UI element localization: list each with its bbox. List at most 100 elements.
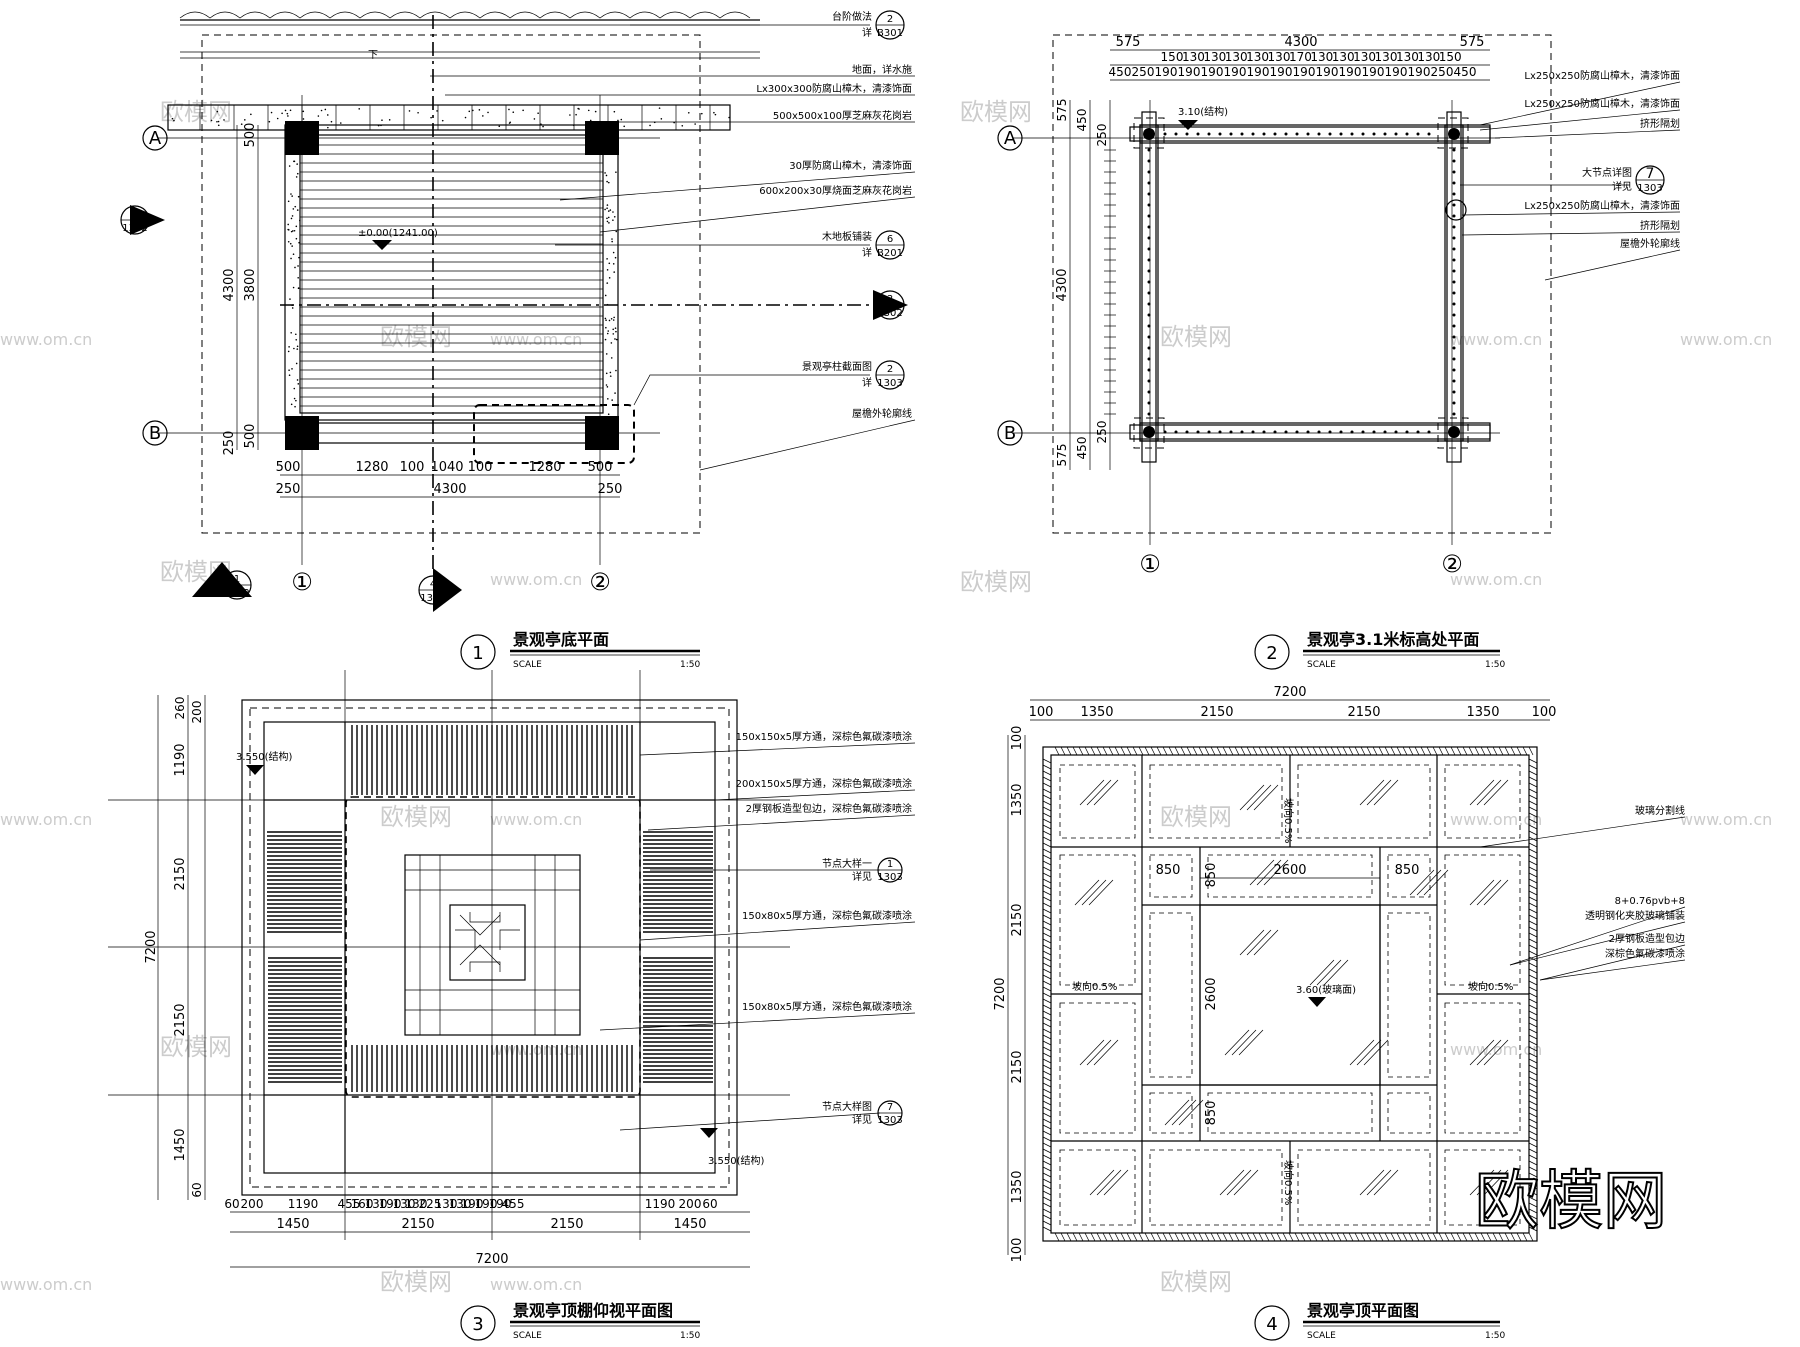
dimension-label: 250 <box>1095 421 1109 444</box>
dimension-label: 2150 <box>173 857 188 890</box>
dimension-label: 1190 <box>645 1197 676 1211</box>
svg-text:7: 7 <box>1646 166 1655 182</box>
dimension-label: 575 <box>1055 99 1069 122</box>
dimension-label: 130 <box>1332 50 1355 64</box>
dimension-label: 200 <box>679 1197 702 1211</box>
leader-note: 150x80x5厚方通，深棕色氟碳漆喷涂 <box>742 909 912 922</box>
svg-text:B301: B301 <box>877 28 903 39</box>
svg-text:6: 6 <box>887 234 893 245</box>
leader-note: 屋檐外轮廓线 <box>852 407 912 420</box>
dimension-label: 200 <box>241 1197 264 1211</box>
dimension-label: 100 <box>1010 726 1025 751</box>
dimension-label: 575 <box>1055 444 1069 467</box>
svg-text:1303: 1303 <box>877 378 902 389</box>
svg-text:4300: 4300 <box>1055 268 1070 301</box>
watermark-brand: 欧模网 <box>380 1268 452 1296</box>
dimension-label: 130 <box>1182 50 1205 64</box>
watermark-domain: www.om.cn <box>0 1275 92 1294</box>
watermark-domain: www.om.cn <box>490 330 582 349</box>
dimension-label: 190 <box>1155 65 1178 79</box>
dimension-label: 450 <box>1454 65 1477 79</box>
leader-note: 玻璃分割线 <box>1635 804 1685 817</box>
drawing-number: 4 <box>1266 1314 1277 1335</box>
axis-label-2: ② <box>1441 550 1463 578</box>
dimension-label: 2150 <box>1010 1050 1025 1083</box>
watermark-domain: www.om.cn <box>1450 330 1542 349</box>
dimension-label: 190 <box>1408 65 1431 79</box>
brand-logo: 欧模网 <box>1475 1165 1667 1239</box>
dimension-label: 150 <box>1161 50 1184 64</box>
dimension-label: 250 <box>1095 124 1109 147</box>
svg-text:B201: B201 <box>877 248 903 259</box>
callout-1303-a: 1 1303 节点大样一 详见 <box>650 857 903 883</box>
leader-note: 500x500x100厚芝麻灰花岗岩 <box>773 109 912 122</box>
leader-note: Lx300x300防腐山樟木，清漆饰面 <box>756 82 912 95</box>
dimension-label: 4300 <box>1284 35 1317 50</box>
watermark-brand: 欧模网 <box>160 1033 232 1061</box>
dimension-label: 1190 <box>288 1197 319 1211</box>
stair-down-label: 下 <box>368 50 378 61</box>
dimension-label: 250 <box>1431 65 1454 79</box>
dimension-label: 850 <box>1204 863 1219 888</box>
svg-text:2: 2 <box>132 209 138 220</box>
drawing-title: 景观亭3.1米标高处平面 <box>1307 630 1479 649</box>
watermark-domain: www.om.cn <box>0 330 92 349</box>
svg-text:1302: 1302 <box>877 308 902 319</box>
svg-text:台阶做法: 台阶做法 <box>832 10 872 23</box>
dimension-label: 190 <box>1316 65 1339 79</box>
leader-note: Lx250x250防腐山樟木，清漆饰面 <box>1524 69 1680 82</box>
svg-text:详: 详 <box>862 376 872 389</box>
svg-text:2: 2 <box>887 364 893 375</box>
elevation-label: ±0.00(1241.00) <box>358 228 438 239</box>
elevation-label: 3.60(玻璃面) <box>1296 983 1356 996</box>
dimension-label: 2600 <box>1273 863 1306 878</box>
dimension-label: 170 <box>1289 50 1312 64</box>
section-marker-2-1302: 2 1302 <box>121 205 165 235</box>
dimension-label: 100 <box>468 460 493 475</box>
watermark-brand: 欧模网 <box>1160 1268 1232 1296</box>
dimension-label: 2600 <box>1204 977 1219 1010</box>
leader-note: 2厚钢板造型包边 <box>1609 932 1685 945</box>
dimension-label: 190 <box>1339 65 1362 79</box>
watermark-brand: 欧模网 <box>380 803 452 831</box>
dimension-label: 60 <box>190 1182 204 1197</box>
dimension-label: 1280 <box>528 460 561 475</box>
leader-note: 200x150x5厚方通，深棕色氟碳漆喷涂 <box>736 777 912 790</box>
watermark-domain: www.om.cn <box>1450 570 1542 589</box>
svg-text:1:50: 1:50 <box>1485 660 1505 670</box>
dimension-label: 190 <box>1247 65 1270 79</box>
watermark-domain: www.om.cn <box>490 570 582 589</box>
dimension-label: 1190 <box>173 743 188 776</box>
svg-text:坡向0.5%: 坡向0.5% <box>1468 980 1513 993</box>
drawing-title: 景观亭顶棚仰视平面图 <box>513 1301 673 1320</box>
drawing-title: 景观亭顶平面图 <box>1307 1301 1419 1320</box>
svg-text:节点大样图: 节点大样图 <box>822 1100 872 1113</box>
dimension-label: 1450 <box>173 1128 188 1161</box>
dimension-label: 250 <box>598 482 623 497</box>
drawing-number: 2 <box>1266 643 1277 664</box>
dimension-label: 100 <box>400 460 425 475</box>
watermark-domain: www.om.cn <box>1680 810 1772 829</box>
dimension-label: 850 <box>1156 863 1181 878</box>
dimension-label: 850 <box>1204 1101 1219 1126</box>
dimension-label: 1350 <box>1466 705 1499 720</box>
svg-text:7200: 7200 <box>144 930 159 963</box>
leader-note: 2厚钢板造型包边，深棕色氟碳漆喷涂 <box>746 802 912 815</box>
leader-note: Lx250x250防腐山樟木，清漆饰面 <box>1524 97 1680 110</box>
axis-label-a: A <box>1004 128 1017 149</box>
dimension-label: 2150 <box>173 1003 188 1036</box>
svg-text:详见: 详见 <box>1612 180 1632 193</box>
svg-text:坡向0.5%: 坡向0.5% <box>1282 1160 1295 1205</box>
svg-text:景观亭柱截面图: 景观亭柱截面图 <box>802 360 872 373</box>
section-marker-4-1302: 4 1302 <box>419 568 462 612</box>
dimension-label: 190 <box>1201 65 1224 79</box>
watermark-brand: 欧模网 <box>1160 803 1232 831</box>
axis-label-b: B <box>1004 423 1016 444</box>
scale-value: 1:50 <box>680 660 700 670</box>
svg-text:3.550(结构): 3.550(结构) <box>708 1154 765 1167</box>
leader-note: 深棕色氟碳漆喷涂 <box>1605 947 1685 960</box>
dimension-label: 60 <box>224 1197 239 1211</box>
svg-text:坡向0.5%: 坡向0.5% <box>1072 980 1117 993</box>
leader-note: 8+0.76pvb+8 <box>1615 896 1685 907</box>
